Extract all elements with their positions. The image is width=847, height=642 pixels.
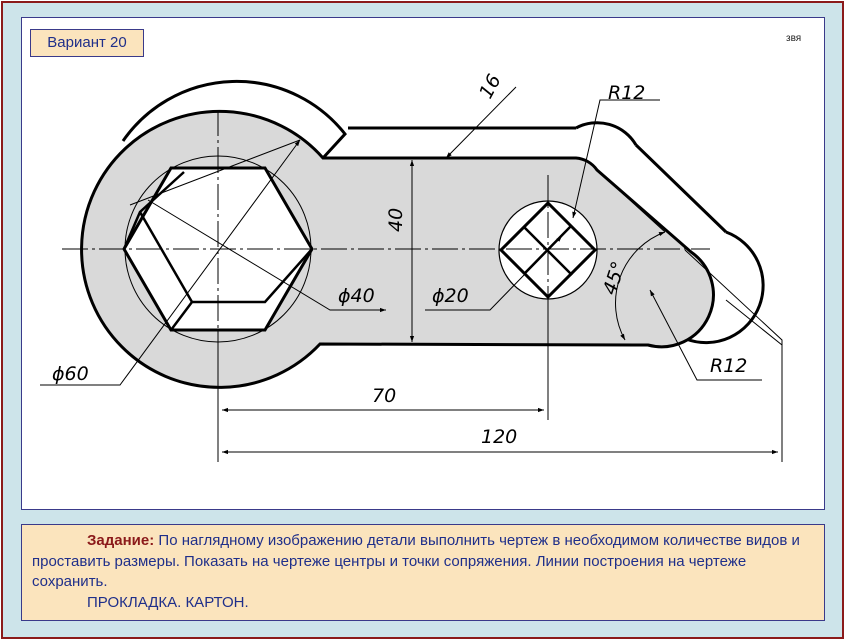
dim-leader-r12-top	[572, 99, 660, 219]
dim-leader-r12-bottom	[649, 289, 762, 381]
dim-text-r12-bottom: R12	[710, 355, 747, 377]
dim-arc-45	[615, 231, 666, 341]
hexagon-inner-edges	[122, 171, 313, 331]
task-text: По наглядному изображению детали выполни…	[32, 532, 800, 590]
dim-text-16: 16	[475, 71, 506, 103]
task-lead: Задание:	[87, 532, 155, 549]
dim-text-40: 40	[385, 208, 407, 232]
extension-lines	[129, 139, 783, 462]
author-mark: звя	[786, 33, 802, 44]
dim-text-70: 70	[372, 385, 396, 407]
task-panel: Задание: По наглядному изображению детал…	[21, 524, 825, 621]
dim-line-16	[445, 86, 517, 159]
dim-text-dia-40: ϕ40	[338, 285, 375, 307]
dim-leader-dia-40	[147, 199, 386, 313]
part-back-outline	[121, 79, 765, 345]
dim-leader-dia-60	[40, 139, 301, 386]
dim-leader-dia-20	[425, 235, 563, 311]
dim-text-dia-20: ϕ20	[432, 285, 469, 307]
dim-text-dia-60: ϕ60	[52, 363, 89, 385]
dim-text-120: 120	[481, 426, 517, 448]
variant-label: Вариант 20	[30, 29, 144, 57]
task-subtitle: ПРОКЛАДКА. КАРТОН.	[87, 593, 249, 611]
dim-text-r12-top: R12	[608, 82, 645, 104]
